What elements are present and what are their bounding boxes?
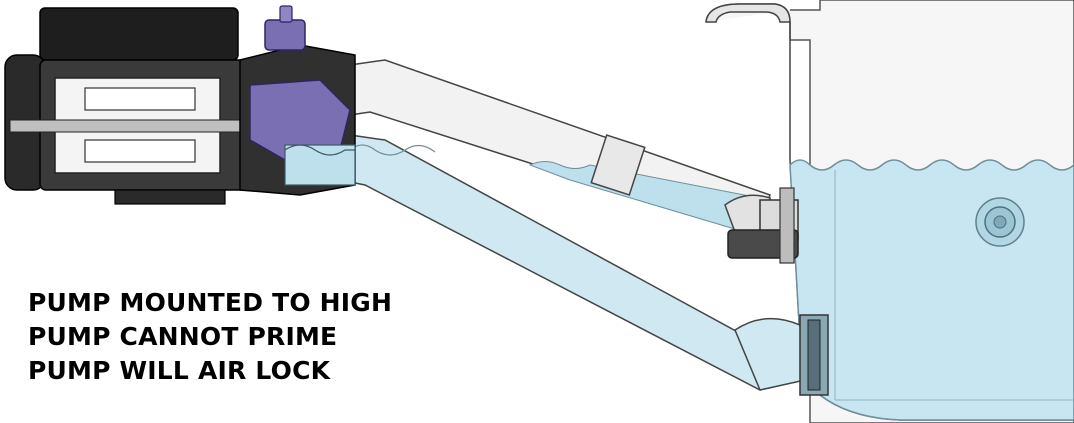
upper-pipe-coupling [590, 134, 646, 196]
pump-control-box [39, 7, 239, 61]
lower-pipe-top-wave [349, 144, 436, 156]
pump-motor-icon [4, 5, 356, 205]
return-jet-icon [727, 187, 799, 264]
tub-lip [705, 3, 791, 23]
pump-air-bleed [279, 5, 293, 23]
warning-caption: PUMP MOUNTED TO HIGH PUMP CANNOT PRIME P… [28, 286, 392, 388]
suction-fitting-icon [799, 314, 829, 396]
tub-jet-icon [975, 197, 1025, 247]
pump-strainer-lid [264, 19, 306, 51]
upper-pipe-water [528, 161, 771, 236]
pump-bearing-bottom [84, 139, 196, 163]
pump-volute-wave [284, 144, 355, 156]
upper-pipe [349, 59, 776, 241]
pump-shaft [9, 119, 261, 133]
caption-line-2: PUMP CANNOT PRIME [28, 322, 338, 351]
pump-base [114, 189, 226, 205]
tub-water [789, 159, 1074, 421]
tub [705, 0, 1074, 423]
caption-line-1: PUMP MOUNTED TO HIGH [28, 288, 393, 317]
caption-line-3: PUMP WILL AIR LOCK [28, 356, 331, 385]
pump-bearing-top [84, 87, 196, 111]
